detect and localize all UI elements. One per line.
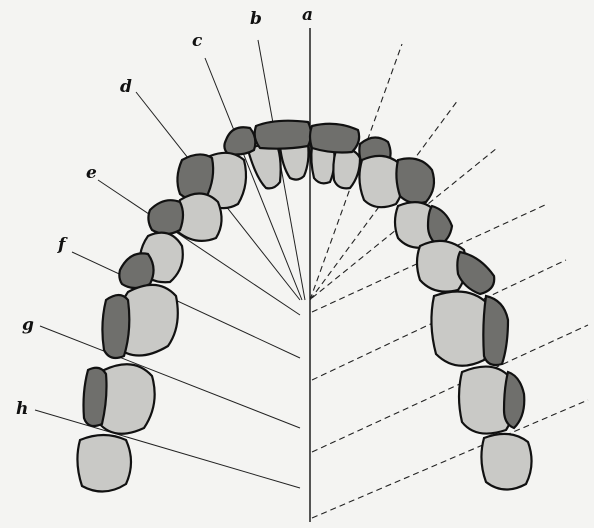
label-f: f: [57, 235, 68, 255]
label-a: a: [302, 5, 313, 25]
label-h: h: [16, 399, 28, 419]
label-e: e: [86, 163, 97, 183]
label-g: g: [22, 315, 34, 335]
right-teeth: [310, 124, 532, 490]
label-d: d: [120, 77, 132, 97]
left-teeth: [77, 121, 311, 492]
label-c: c: [192, 31, 203, 51]
label-b: b: [250, 9, 262, 29]
